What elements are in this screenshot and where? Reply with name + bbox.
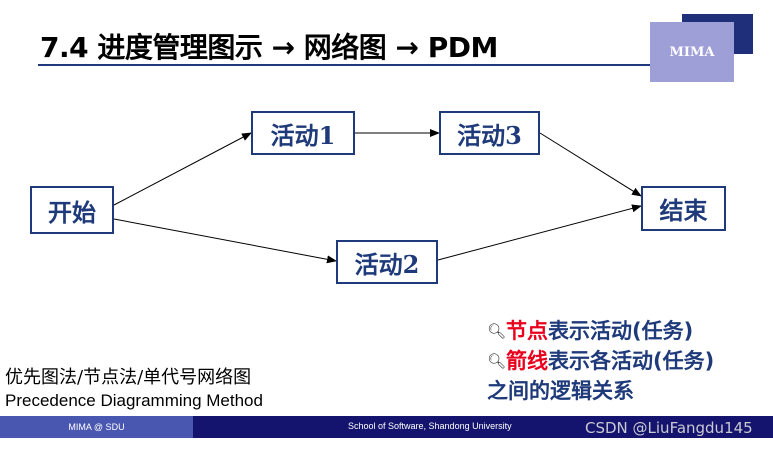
legend-node-keyword: 节点: [506, 319, 549, 343]
method-name-chinese: 优先图法/节点法/单代号网络图: [5, 367, 252, 388]
edge-start-activity2: [113, 218, 337, 264]
legend: 🔍︎节点表示活动(任务) 🔍︎箭线表示各活动(任务) 之间的逻辑关系: [487, 316, 714, 406]
mima-logo: MIMA: [650, 22, 734, 82]
legend-arrow-text: 表示各活动(任务): [548, 349, 715, 373]
legend-node-text: 表示活动(任务): [548, 319, 694, 343]
magnifier-icon: 🔍︎: [487, 352, 507, 370]
footer-left-label: MIMA @ SDU: [0, 416, 193, 438]
slide-title: 7.4 进度管理图示 → 网络图 → PDM: [40, 31, 498, 64]
legend-arrow-text-line2: 之间的逻辑关系: [487, 379, 634, 403]
edge-activity2-end: [437, 204, 642, 261]
footer-bar: MIMA @ SDU School of Software, Shandong …: [0, 416, 773, 438]
legend-arrow-keyword: 箭线: [506, 349, 549, 373]
title-underline: [38, 64, 730, 66]
node-activity2: 活动2: [336, 240, 438, 284]
node-end: 结束: [641, 186, 726, 231]
edge-start-activity1: [113, 132, 252, 206]
method-name-english: Precedence Diagramming Method: [5, 391, 263, 410]
node-activity1: 活动1: [251, 111, 355, 155]
legend-line-node: 🔍︎节点表示活动(任务): [487, 316, 714, 346]
watermark: CSDN @LiuFangdu145: [585, 419, 753, 437]
legend-line-arrow: 🔍︎箭线表示各活动(任务): [487, 346, 714, 376]
node-start: 开始: [30, 186, 114, 234]
magnifier-icon: 🔍︎: [487, 322, 507, 340]
edge-activity3-end: [539, 132, 642, 197]
footer-center-label: School of Software, Shandong University: [348, 421, 512, 431]
node-activity3: 活动3: [439, 111, 540, 155]
